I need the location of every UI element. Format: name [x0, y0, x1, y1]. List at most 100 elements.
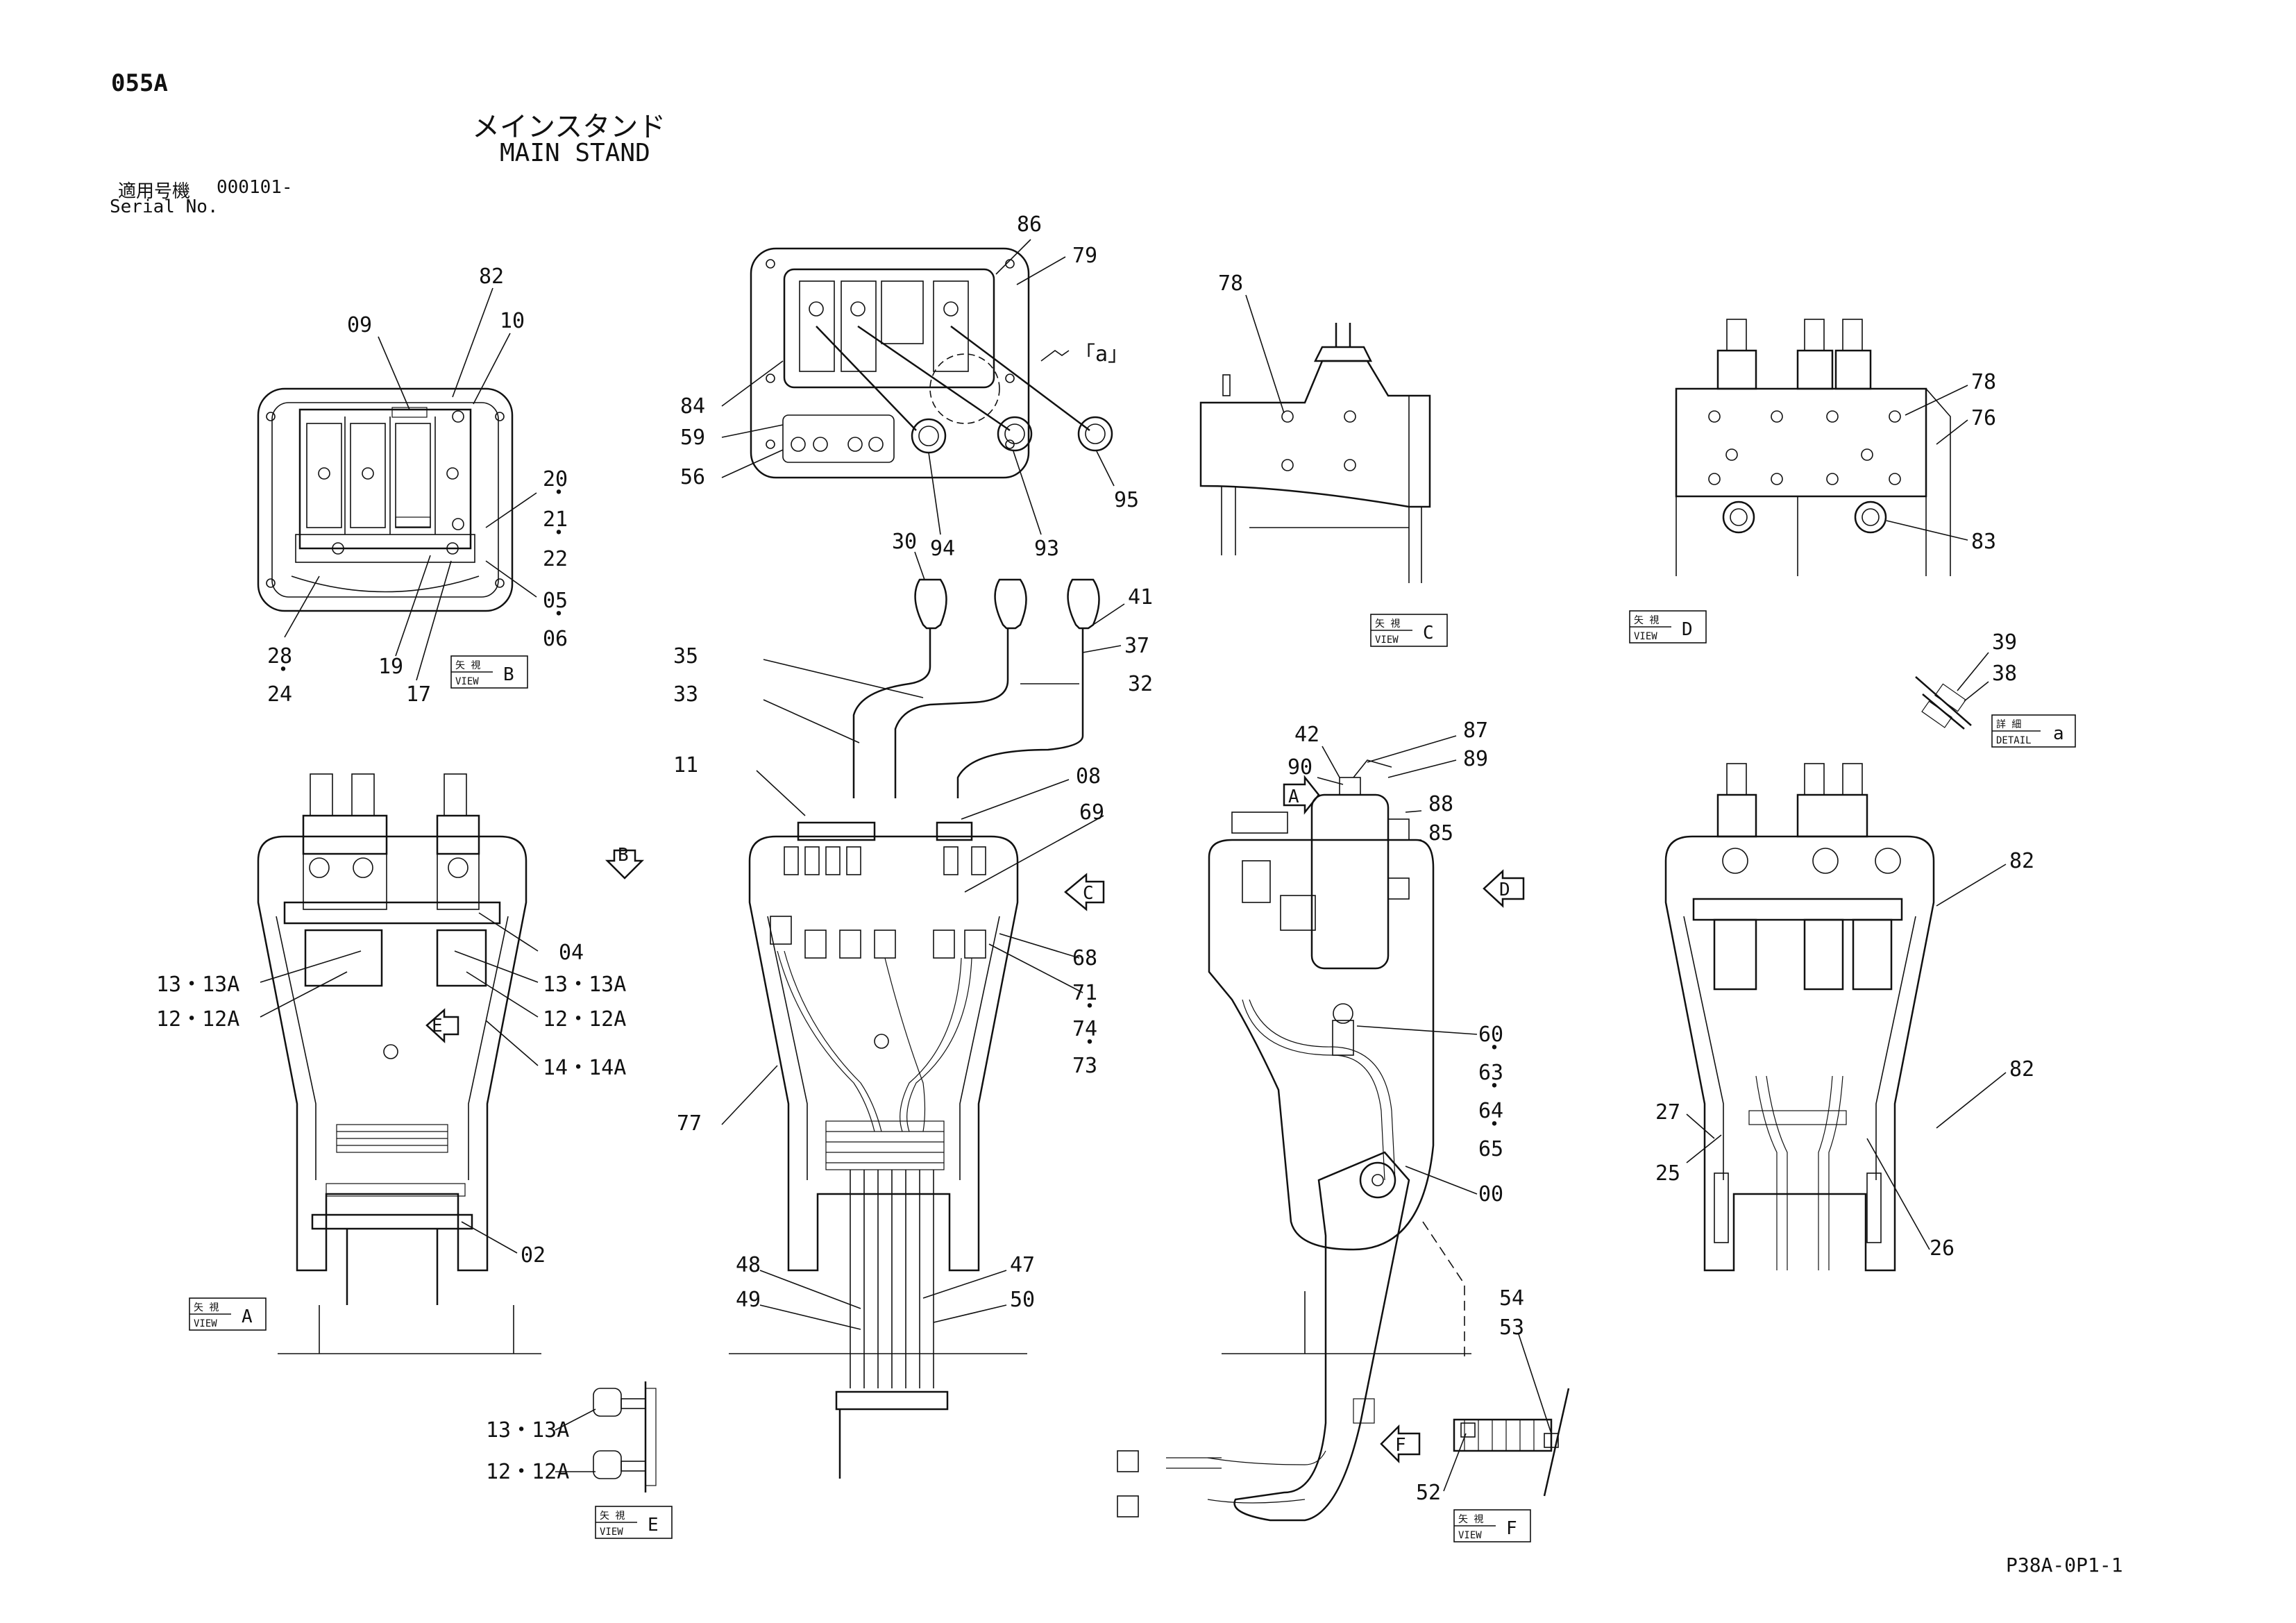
- label-c48: 48: [736, 1253, 761, 1277]
- label-f: F: [1506, 1518, 1517, 1539]
- label-jp: 矢 視: [1375, 619, 1400, 630]
- view-f-label: 矢 視 VIEW F: [1453, 1509, 1531, 1542]
- label-a: A: [1288, 787, 1299, 807]
- label-jp: 矢 視: [455, 660, 480, 671]
- label-c47: 47: [1010, 1253, 1035, 1277]
- label-c64: 64: [1478, 1099, 1503, 1123]
- view-a-drawing: [257, 773, 541, 1354]
- arrow-a-indicator: A: [1283, 775, 1320, 815]
- label-c19: 19: [378, 655, 403, 679]
- label-c50: 50: [1010, 1288, 1035, 1312]
- view-b-leaders: [284, 287, 537, 681]
- label-c00: 00: [1478, 1182, 1503, 1206]
- label-c87: 87: [1463, 718, 1488, 743]
- label-c13-13a: 13・13A: [486, 1418, 569, 1443]
- view-c-drawing: [1199, 323, 1431, 583]
- view-f-drawing: [1453, 1388, 1570, 1497]
- label-c35: 35: [673, 644, 698, 668]
- view-f-callouts: 54 53 52: [1416, 1286, 1524, 1505]
- label-jp: 矢 視: [194, 1302, 219, 1313]
- view-f-leaders: [1443, 1334, 1552, 1492]
- title-japanese: メインスタンド: [472, 111, 666, 143]
- label-c82: 82: [2009, 849, 2034, 873]
- serial-value: 000101-: [217, 177, 293, 198]
- right-stand-leaders: [1686, 864, 2007, 1250]
- label-c: C: [1423, 623, 1434, 644]
- label-en: VIEW: [1458, 1530, 1482, 1541]
- label-c90: 90: [1288, 755, 1312, 780]
- label-dot: ・: [1484, 1113, 1505, 1137]
- label-dot: ・: [1484, 1075, 1505, 1099]
- label-dot: ・: [1079, 1031, 1100, 1055]
- label-c10: 10: [500, 309, 525, 333]
- view-b-callouts: 82 10 09 20 ・ 21 ・ 22 05 ・ 06 28 ・ 24 19…: [267, 264, 569, 707]
- center-stand-callouts: 30 41 37 32 35 33 11 08 69 68 71 ・ 74 ・ …: [673, 530, 1153, 1312]
- label-c84: 84: [680, 394, 705, 419]
- view-e-drawing: [555, 1381, 657, 1492]
- label-c22: 22: [543, 547, 568, 571]
- label-dot: ・: [548, 481, 569, 505]
- view-a-label: 矢 視 VIEW A: [189, 1297, 267, 1331]
- label-jp: 矢 視: [1458, 1514, 1483, 1525]
- label-c11: 11: [673, 753, 698, 777]
- label-c08: 08: [1076, 764, 1101, 789]
- detail-a-callouts: 39 38: [1992, 630, 2017, 686]
- label-c13-13a: 13・13A: [543, 973, 626, 997]
- detail-a-label: 詳 細 DETAIL a: [1991, 714, 2076, 748]
- label-c63: 63: [1478, 1061, 1503, 1085]
- label-c78: 78: [1971, 370, 1996, 394]
- label-c49: 49: [736, 1288, 761, 1312]
- center-stand-leaders: [721, 551, 1125, 1330]
- detail-a-leaders: [1957, 652, 1989, 702]
- label-c13-13a: 13・13A: [156, 973, 239, 997]
- label-c95: 95: [1114, 488, 1139, 512]
- label-detail: a: [2053, 723, 2064, 744]
- label-c12-12a: 12・12A: [486, 1460, 569, 1484]
- label-en: VIEW: [1375, 634, 1399, 646]
- control-panel-leaders: [721, 239, 1115, 535]
- label-c05: 05: [543, 589, 568, 613]
- label-c82: 82: [479, 264, 504, 289]
- detail-a-drawing: [1915, 676, 1972, 730]
- label-c24: 24: [267, 682, 292, 707]
- label-c54: 54: [1499, 1286, 1524, 1311]
- label-c14-14a: 14・14A: [543, 1056, 626, 1080]
- label-c41: 41: [1128, 585, 1153, 609]
- label-dot: ・: [548, 603, 569, 627]
- label-jp: 矢 視: [1634, 615, 1659, 626]
- label-c28: 28: [267, 644, 292, 668]
- title-english: MAIN STAND: [500, 139, 650, 167]
- label-e: E: [432, 1016, 443, 1036]
- label-c38: 38: [1992, 662, 2017, 686]
- label-c88: 88: [1428, 792, 1453, 816]
- view-d-callouts: 78 76 83: [1971, 370, 1996, 554]
- arrow-d-indicator: D: [1483, 869, 1525, 908]
- control-panel-drawing: [750, 247, 1113, 479]
- label-c26: 26: [1930, 1236, 1955, 1261]
- view-b-valve-block: [298, 408, 472, 550]
- label-c56: 56: [680, 465, 705, 489]
- view-d-leaders: [1886, 385, 1968, 541]
- label-c25: 25: [1655, 1161, 1680, 1186]
- label-c12-12a: 12・12A: [543, 1007, 626, 1032]
- side-stand-leaders: [1317, 735, 1478, 1195]
- label-c17: 17: [406, 682, 431, 707]
- label-c20: 20: [543, 467, 568, 491]
- arrow-c-indicator: C: [1064, 873, 1105, 911]
- label-jp: 矢 視: [600, 1511, 625, 1522]
- label-c: C: [1083, 883, 1094, 904]
- control-panel-outer: [750, 247, 1030, 479]
- label-c83: 83: [1971, 530, 1996, 554]
- control-panel-callouts: 86 79 「a」 84 59 56 94 93 95: [680, 212, 1139, 561]
- label-c12-12a: 12・12A: [156, 1007, 239, 1032]
- label-detail-mark: 「a」: [1074, 342, 1129, 367]
- label-en: DETAIL: [1996, 735, 2032, 746]
- label-jp: 詳 細: [1996, 719, 2021, 730]
- center-stand-drawing: [729, 578, 1100, 1479]
- label-c65: 65: [1478, 1137, 1503, 1161]
- view-e-label: 矢 視 VIEW E: [595, 1506, 673, 1539]
- label-a: A: [242, 1306, 253, 1327]
- side-stand-drawing: [1117, 759, 1471, 1522]
- label-c93: 93: [1034, 537, 1059, 561]
